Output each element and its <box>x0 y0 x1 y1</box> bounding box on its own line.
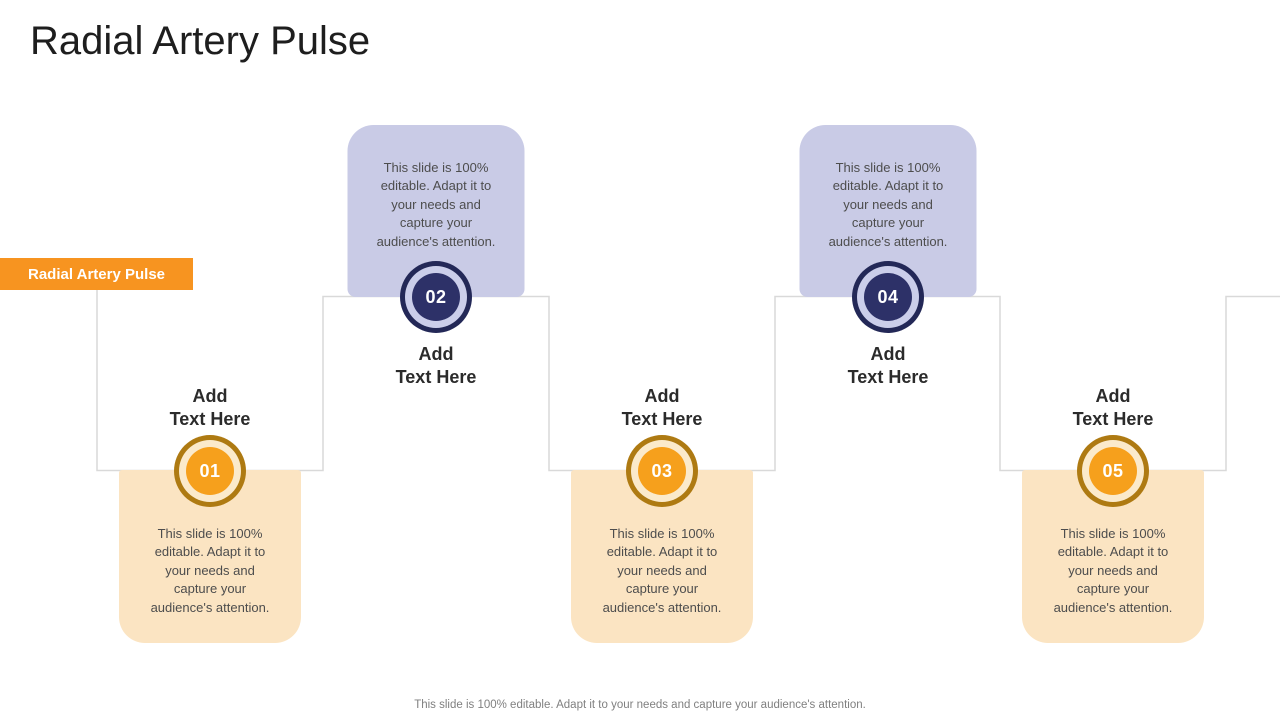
step-04-number-ring: 04 <box>857 266 919 328</box>
title-badge: Radial Artery Pulse <box>0 258 193 290</box>
step-01-number-ring: 01 <box>179 440 241 502</box>
step-01-number: 01 <box>186 447 234 495</box>
step-02-number: 02 <box>412 273 460 321</box>
step-05-number-badge: 05 <box>1077 435 1149 507</box>
step-05-number-ring: 05 <box>1082 440 1144 502</box>
step-01-number-badge: 01 <box>174 435 246 507</box>
step-04-number: 04 <box>864 273 912 321</box>
step-05-number: 05 <box>1089 447 1137 495</box>
step-04: This slide is 100% editable. Adapt it to… <box>775 0 1001 720</box>
step-01-description: This slide is 100% editable. Adapt it to… <box>150 526 270 615</box>
step-03-number: 03 <box>638 447 686 495</box>
step-04-description: This slide is 100% editable. Adapt it to… <box>828 160 948 249</box>
footer-note: This slide is 100% editable. Adapt it to… <box>414 699 866 711</box>
step-05: This slide is 100% editable. Adapt it to… <box>1000 0 1226 720</box>
step-01: This slide is 100% editable. Adapt it to… <box>97 0 323 720</box>
step-04-number-badge: 04 <box>852 261 924 333</box>
step-03-description-box: This slide is 100% editable. Adapt it to… <box>571 470 753 643</box>
title-badge-label: Radial Artery Pulse <box>28 265 165 283</box>
step-03-number-ring: 03 <box>631 440 693 502</box>
step-02: This slide is 100% editable. Adapt it to… <box>323 0 549 720</box>
step-02-text-placeholder: Add Text Here <box>395 344 477 387</box>
step-03-description: This slide is 100% editable. Adapt it to… <box>602 526 722 615</box>
page-title: Radial Artery Pulse <box>30 19 371 63</box>
step-05-text-placeholder: Add Text Here <box>1072 386 1154 429</box>
step-03-text-placeholder: Add Text Here <box>621 386 703 429</box>
step-04-text-placeholder: Add Text Here <box>847 344 929 387</box>
step-02-description: This slide is 100% editable. Adapt it to… <box>376 160 496 249</box>
step-03-number-badge: 03 <box>626 435 698 507</box>
step-02-number-ring: 02 <box>405 266 467 328</box>
step-03: This slide is 100% editable. Adapt it to… <box>549 0 775 720</box>
step-02-number-badge: 02 <box>400 261 472 333</box>
step-05-description: This slide is 100% editable. Adapt it to… <box>1053 526 1173 615</box>
step-01-text-placeholder: Add Text Here <box>169 386 251 429</box>
